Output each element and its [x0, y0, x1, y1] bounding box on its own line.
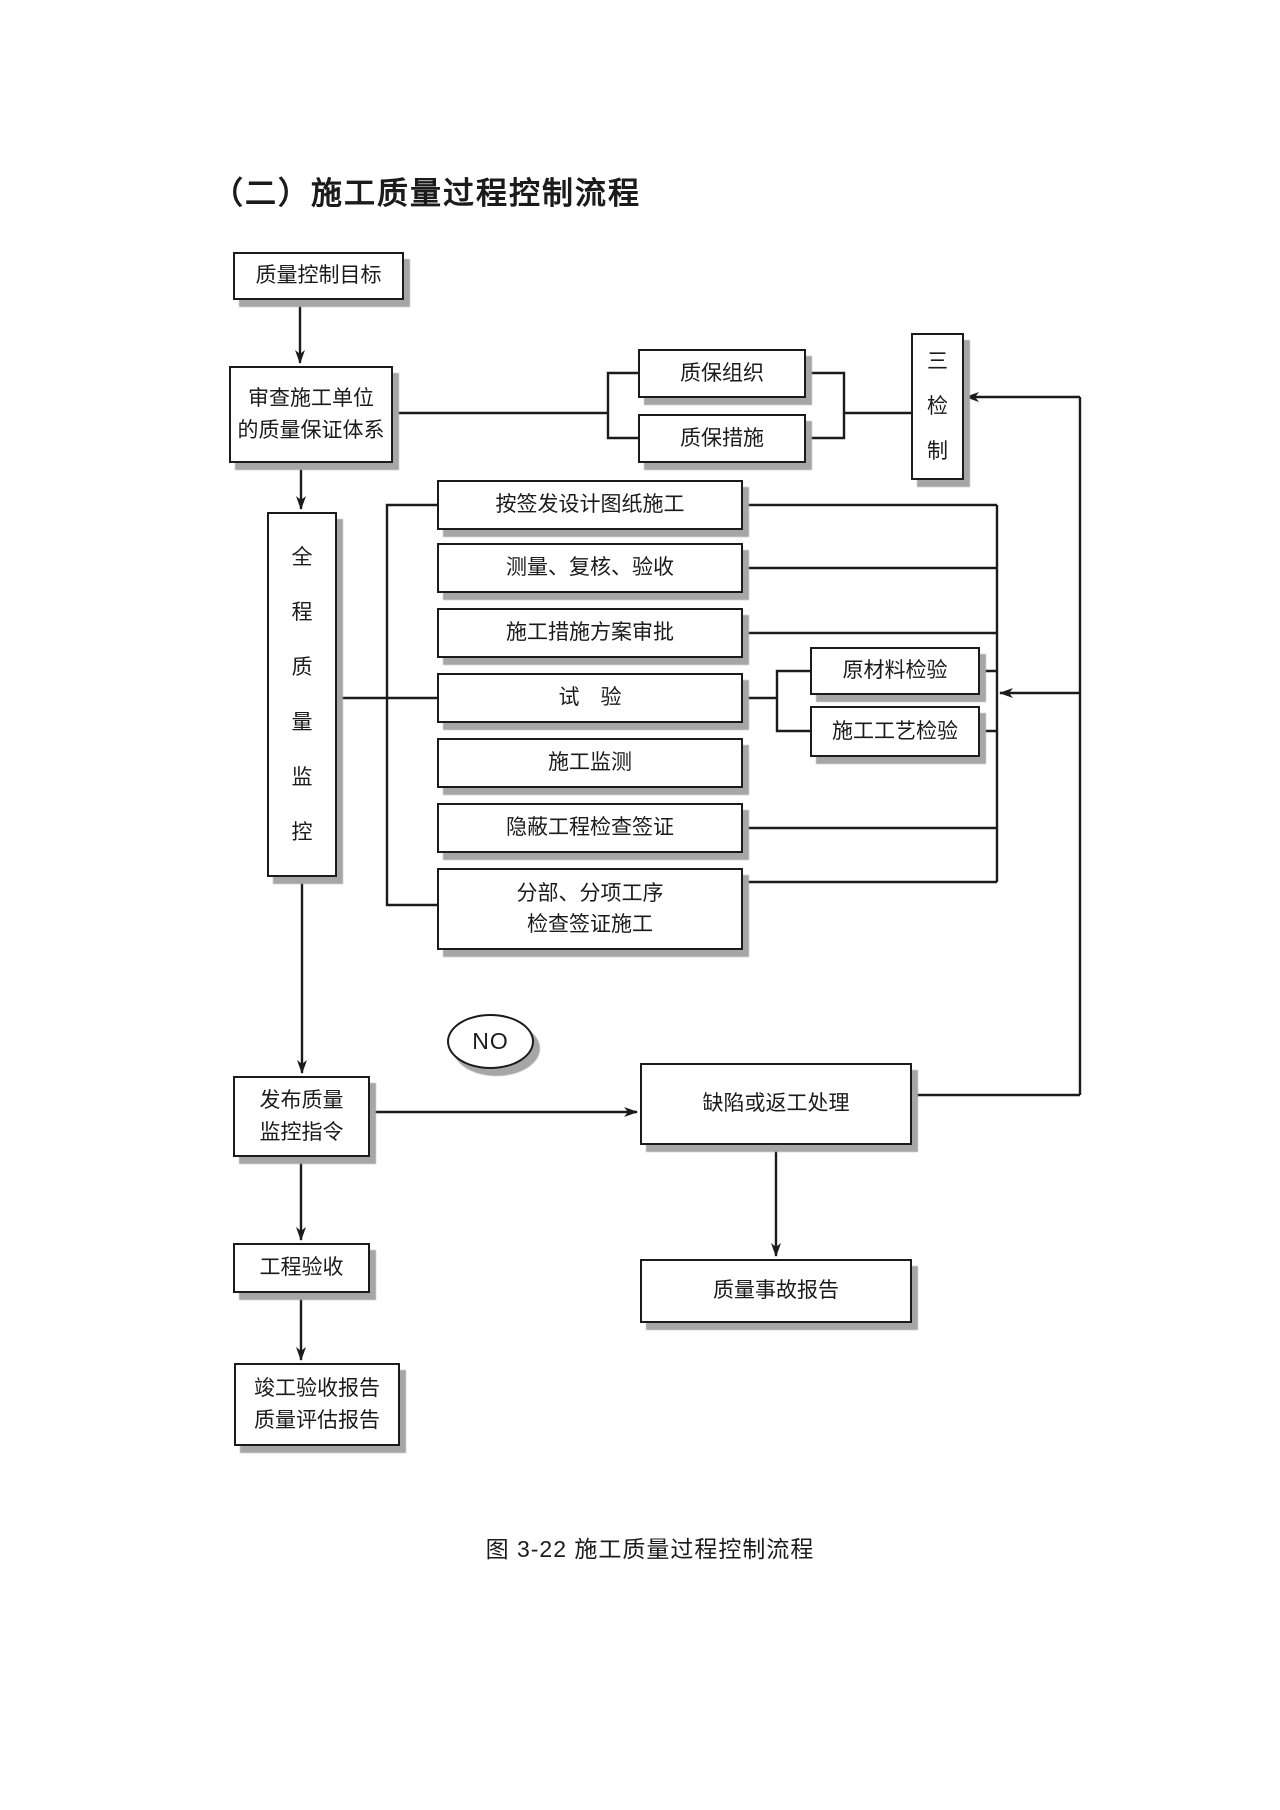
- node-project-acceptance: 工程验收: [233, 1243, 370, 1293]
- flow-lines: [295, 300, 1082, 1361]
- node-construction-plan-approval: 施工措施方案审批: [437, 608, 743, 658]
- node-qa-measures: 质保措施: [638, 414, 806, 463]
- node-subdivision-process-signoff: 分部、分项工序 检查签证施工: [437, 868, 743, 950]
- node-testing: 试 验: [437, 673, 743, 723]
- node-construct-per-signed-drawings: 按签发设计图纸施工: [437, 480, 743, 530]
- node-three-check-system: 三 检 制: [911, 333, 964, 480]
- label-no-ellipse: NO: [447, 1014, 534, 1069]
- figure-caption: 图 3-22 施工质量过程控制流程: [485, 1536, 815, 1562]
- node-quality-accident-report: 质量事故报告: [640, 1259, 912, 1323]
- node-issue-quality-monitor-order: 发布质量 监控指令: [233, 1076, 370, 1157]
- node-completion-quality-reports: 竣工验收报告 质量评估报告: [234, 1363, 400, 1446]
- node-review-qa-system: 审查施工单位 的质量保证体系: [229, 366, 393, 463]
- section-title: （二）施工质量过程控制流程: [212, 176, 641, 211]
- node-construction-monitoring: 施工监测: [437, 738, 743, 788]
- node-survey-recheck-acceptance: 测量、复核、验收: [437, 543, 743, 593]
- node-hidden-work-inspection: 隐蔽工程检查签证: [437, 803, 743, 853]
- node-quality-control-goal: 质量控制目标: [233, 252, 404, 300]
- node-defect-rework-handling: 缺陷或返工处理: [640, 1063, 912, 1145]
- node-full-process-quality-monitoring: 全 程 质 量 监 控: [267, 512, 337, 877]
- node-qa-organization: 质保组织: [638, 349, 806, 398]
- node-process-technique-inspection: 施工工艺检验: [810, 706, 980, 757]
- node-raw-material-inspection: 原材料检验: [810, 647, 980, 695]
